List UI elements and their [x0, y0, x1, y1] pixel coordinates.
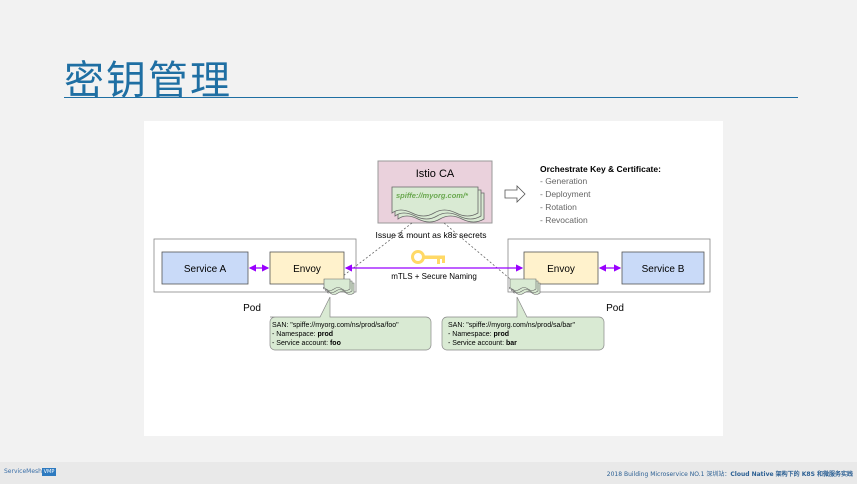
- orchestrate-item: - Deployment: [540, 189, 591, 199]
- service-b-label: Service B: [642, 264, 685, 275]
- right-service-account-label: - Service account:: [448, 340, 506, 347]
- ca-cert-text: spiffe://myorg.com/*: [396, 191, 469, 200]
- svg-text:- Namespace: prod: - Namespace: prod: [448, 331, 509, 338]
- right-pod-label: Pod: [606, 303, 624, 314]
- orchestrate-item: - Rotation: [540, 202, 577, 212]
- issue-label: Issue & mount as k8s secrets: [375, 230, 486, 240]
- footer-talk: Cloud Native 架构下的 K8S 和微服务实践: [730, 471, 853, 478]
- orchestrate-title: Orchestrate Key & Certificate:: [540, 164, 661, 174]
- mtls-label: mTLS + Secure Naming: [391, 272, 477, 281]
- right-service-account-value: bar: [506, 340, 517, 347]
- servicemesher-logo: ServiceMesher: [4, 468, 49, 475]
- service-a-box: [161, 251, 249, 285]
- ca-to-right-envoy-line: [443, 222, 523, 290]
- hollow-arrow-icon: [504, 185, 526, 203]
- left-san-callout: [269, 296, 432, 351]
- svg-text:- Service account: bar: - Service account: bar: [448, 340, 517, 347]
- orchestrate-item: - Generation: [540, 176, 588, 186]
- right-namespace-value: prod: [494, 331, 510, 338]
- left-namespace-label: - Namespace:: [272, 331, 318, 338]
- footer-event: 2018 Building Microservice NO.1 深圳站：: [606, 471, 731, 478]
- left-service-account-label: - Service account:: [272, 340, 330, 347]
- right-namespace-label: - Namespace:: [448, 331, 494, 338]
- service-a-label: Service A: [184, 264, 227, 275]
- istio-ca-label: Istio CA: [416, 168, 455, 180]
- left-namespace-value: prod: [318, 331, 334, 338]
- key-management-diagram: Istio CA spiffe://myorg.com/* Orchestrat…: [144, 121, 723, 436]
- right-san-callout: [441, 296, 605, 351]
- left-san-text: SAN: "spiffe://myorg.com/ns/prod/sa/foo": [272, 322, 399, 329]
- svg-text:- Namespace: prod: - Namespace: prod: [272, 331, 333, 338]
- left-envoy-box: [269, 251, 345, 285]
- key-icon: [411, 250, 445, 264]
- right-san-text: SAN: "spiffe://myorg.com/ns/prod/sa/bar": [448, 322, 576, 329]
- service-b-box: [621, 251, 705, 285]
- orchestrate-item: - Revocation: [540, 215, 588, 225]
- left-pod-label: Pod: [243, 303, 261, 314]
- right-envoy-label: Envoy: [547, 264, 575, 275]
- slide-title: 密钥管理: [64, 58, 232, 104]
- left-service-account-value: foo: [330, 340, 341, 347]
- ca-cert-icon: [391, 186, 479, 217]
- svg-text:- Service account: foo: - Service account: foo: [272, 340, 341, 347]
- vmp-badge: VMP: [42, 468, 56, 476]
- footer-event-text: 2018 Building Microservice NO.1 深圳站：Clou…: [607, 469, 853, 478]
- slide-footer: ServiceMesher VMP 2018 Building Microser…: [0, 462, 857, 484]
- title-divider: [64, 97, 798, 98]
- right-envoy-box: [523, 251, 599, 285]
- left-envoy-label: Envoy: [293, 264, 321, 275]
